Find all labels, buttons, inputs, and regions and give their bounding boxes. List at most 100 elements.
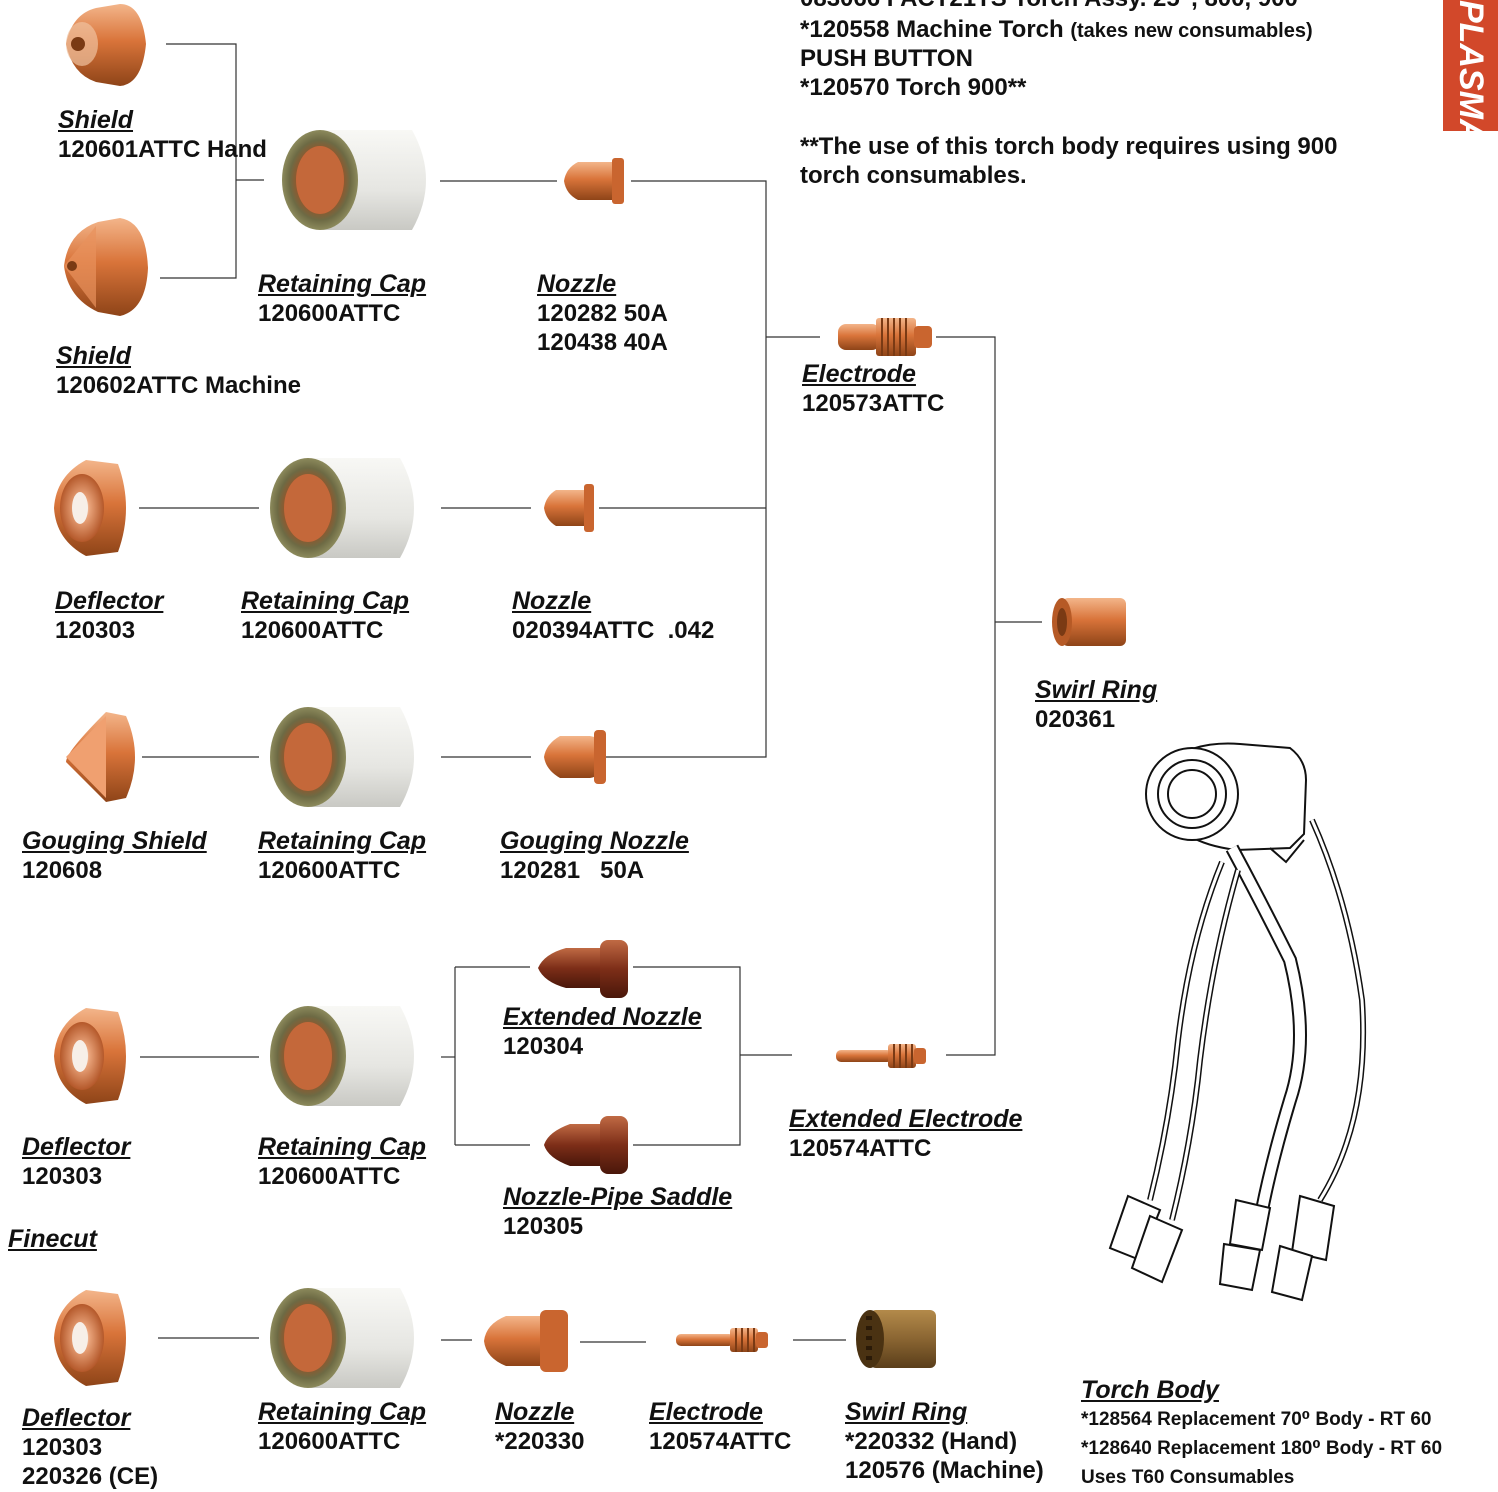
label-line: 120600ATTC (258, 1162, 426, 1191)
deflector-2-part (54, 1008, 126, 1104)
label-line: *220330 (495, 1427, 584, 1456)
label-name: Nozzle-Pipe Saddle (503, 1183, 732, 1212)
torch-body-note-3: Uses T60 Consumables (1081, 1463, 1442, 1492)
header-note-4: *120570 Torch 900** (800, 73, 1026, 102)
label-line: *220332 (Hand) (845, 1427, 1044, 1456)
label-line: 020394ATTC .042 (512, 616, 714, 645)
label-line: 120304 (503, 1032, 702, 1061)
label-gouging-shield: Gouging Shield 120608 (22, 827, 207, 885)
label-name: Shield (56, 342, 301, 371)
gouging-nozzle-part (544, 730, 606, 784)
label-line: 020361 (1035, 705, 1157, 734)
electrode-1-part (838, 318, 932, 356)
label-finecut: Finecut (8, 1225, 97, 1254)
swirl-ring-3-part (846, 1304, 946, 1374)
label-swirl-ring-3: Swirl Ring *220332 (Hand) 120576 (Machin… (845, 1398, 1044, 1485)
label-line: 120282 50A (537, 299, 668, 328)
label-name: Retaining Cap (241, 587, 409, 616)
label-gouging-nozzle: Gouging Nozzle 120281 50A (500, 827, 689, 885)
label-nozzle-pipe-saddle: Nozzle-Pipe Saddle 120305 (503, 1183, 732, 1241)
label-torch-body: Torch Body *128564 Replacement 70⁰ Body … (1081, 1376, 1442, 1492)
electrode-3-part (676, 1328, 768, 1352)
label-retaining-cap-2: Retaining Cap 120600ATTC (241, 587, 409, 645)
label-line: 120573ATTC (802, 389, 944, 418)
header-note-1: 083066 FACT21TS Torch Assy. 25", 800, 90… (800, 0, 1298, 13)
label-name: Gouging Shield (22, 827, 207, 856)
label-name: Gouging Nozzle (500, 827, 689, 856)
label-line: 120303 (22, 1162, 130, 1191)
retaining-cap-3-part (270, 707, 414, 807)
label-name: Finecut (8, 1225, 97, 1254)
label-nozzle-2: Nozzle 020394ATTC .042 (512, 587, 714, 645)
label-name: Nozzle (495, 1398, 584, 1427)
label-retaining-cap-1: Retaining Cap 120600ATTC (258, 270, 426, 328)
label-name: Swirl Ring (845, 1398, 1044, 1427)
label-line: 120601ATTC Hand (58, 135, 267, 164)
deflector-1-part (54, 460, 126, 556)
shield-hand-part (66, 4, 146, 86)
label-deflector-1: Deflector 120303 (55, 587, 163, 645)
label-line: 120600ATTC (258, 1427, 426, 1456)
label-line: 120438 40A (537, 328, 668, 357)
label-extended-electrode: Extended Electrode 120574ATTC (789, 1105, 1022, 1163)
label-deflector-3: Deflector 120303 220326 (CE) (22, 1404, 158, 1491)
header-note-2-main: *120558 Machine Torch (800, 16, 1064, 43)
header-note-2: *120558 Machine Torch (takes new consuma… (800, 15, 1313, 46)
label-electrode-1: Electrode 120573ATTC (802, 360, 944, 418)
label-line: 120608 (22, 856, 207, 885)
label-name: Retaining Cap (258, 270, 426, 299)
label-retaining-cap-5: Retaining Cap 120600ATTC (258, 1398, 426, 1456)
label-name: Nozzle (537, 270, 668, 299)
label-line: 120600ATTC (258, 299, 426, 328)
label-name: Retaining Cap (258, 827, 426, 856)
label-name: Electrode (649, 1398, 791, 1427)
label-line: 120576 (Machine) (845, 1456, 1044, 1485)
label-line: 120303 (55, 616, 163, 645)
label-name: Deflector (55, 587, 163, 616)
label-name: Retaining Cap (258, 1133, 426, 1162)
label-shield-hand: Shield 120601ATTC Hand (58, 106, 267, 164)
extended-electrode-part (836, 1044, 926, 1068)
header-note-push-button: PUSH BUTTON (800, 44, 973, 73)
retaining-cap-1-part (282, 130, 426, 230)
label-line: 120281 50A (500, 856, 689, 885)
gouging-shield-part (66, 712, 135, 802)
label-line: 120602ATTC Machine (56, 371, 301, 400)
label-name: Extended Nozzle (503, 1003, 702, 1032)
retaining-cap-4-part (270, 1006, 414, 1106)
side-tab-plasma: PLASMA (1443, 0, 1498, 131)
label-line: 120574ATTC (649, 1427, 791, 1456)
label-name: Retaining Cap (258, 1398, 426, 1427)
label-line: 120600ATTC (258, 856, 426, 885)
label-name: Shield (58, 106, 267, 135)
label-name: Electrode (802, 360, 944, 389)
torch-body-note-2: *128640 Replacement 180⁰ Body - RT 60 (1081, 1434, 1442, 1463)
nozzle-1-part (564, 158, 624, 204)
label-line: 220326 (CE) (22, 1462, 158, 1491)
label-shield-machine: Shield 120602ATTC Machine (56, 342, 301, 400)
label-retaining-cap-3: Retaining Cap 120600ATTC (258, 827, 426, 885)
label-swirl-ring-1: Swirl Ring 020361 (1035, 676, 1157, 734)
label-line: 120574ATTC (789, 1134, 1022, 1163)
nozzle-3-part (484, 1310, 568, 1372)
nozzle-2-part (544, 484, 594, 532)
label-retaining-cap-4: Retaining Cap 120600ATTC (258, 1133, 426, 1191)
label-nozzle-3: Nozzle *220330 (495, 1398, 584, 1456)
header-note-5: **The use of this torch body requires us… (800, 132, 1337, 161)
deflector-3-part (54, 1290, 126, 1386)
label-electrode-3: Electrode 120574ATTC (649, 1398, 791, 1456)
label-line: 120303 (22, 1433, 158, 1462)
retaining-cap-5-part (270, 1288, 414, 1388)
label-extended-nozzle: Extended Nozzle 120304 (503, 1003, 702, 1061)
label-line: 120305 (503, 1212, 732, 1241)
label-name: Swirl Ring (1035, 676, 1157, 705)
swirl-ring-1-part (1052, 598, 1126, 646)
label-name: Deflector (22, 1133, 130, 1162)
label-line: 120600ATTC (241, 616, 409, 645)
label-nozzle-1: Nozzle 120282 50A 120438 40A (537, 270, 668, 357)
header-note-2-small: (takes new consumables) (1070, 20, 1312, 42)
nozzle-pipe-saddle-part (544, 1116, 628, 1174)
label-name: Extended Electrode (789, 1105, 1022, 1134)
header-note-6: torch consumables. (800, 161, 1027, 190)
